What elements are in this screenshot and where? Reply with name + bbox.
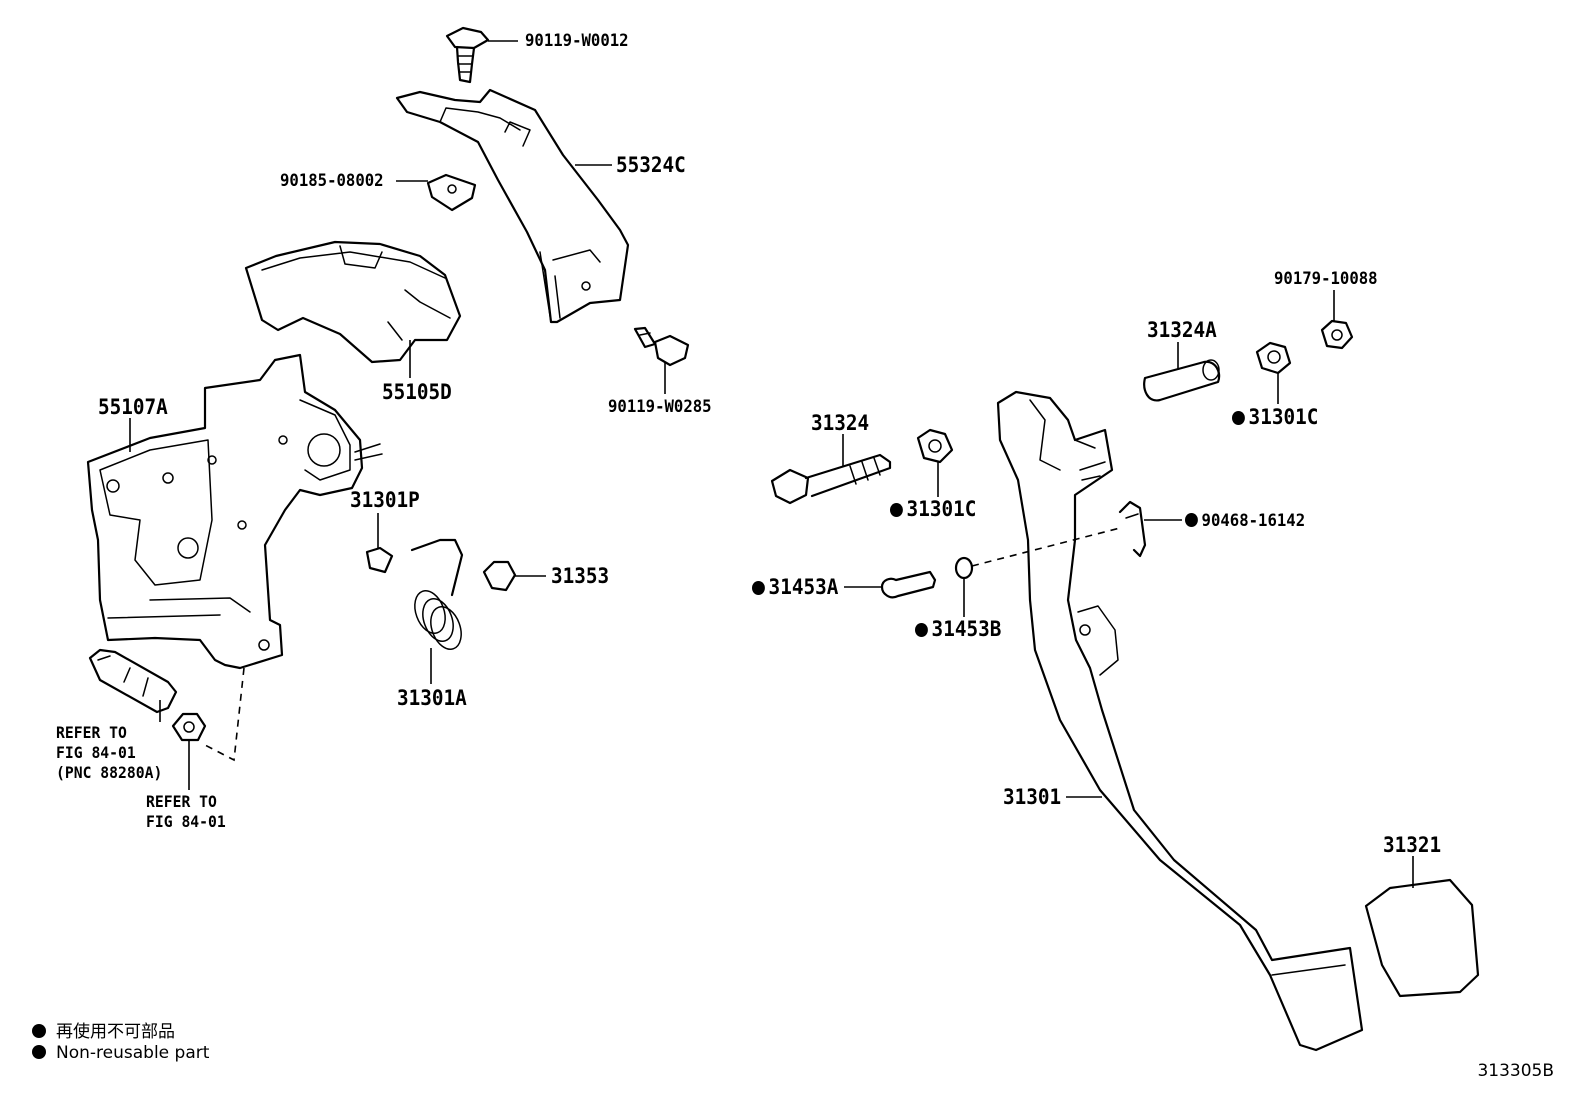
- stop-lamp-switch: [88, 648, 178, 714]
- non-reusable-dot-icon: [1232, 411, 1245, 425]
- label-31353: 31353: [551, 564, 610, 588]
- label-31453a-text: 31453A: [768, 575, 839, 599]
- pedal-bracket-55107a: [86, 353, 383, 670]
- pedal-pad-31321: [1364, 878, 1480, 998]
- label-31453a: 31453A: [752, 575, 838, 599]
- clip-nut-90185-08002: [426, 173, 477, 212]
- legend-jp: 再使用不可部品: [32, 1017, 175, 1042]
- pedal-arm-31301: [996, 390, 1364, 1052]
- nut-90179-10088: [1320, 319, 1354, 350]
- label-31301c-mid-text: 31301C: [906, 497, 977, 521]
- label-31301: 31301: [1003, 785, 1062, 809]
- collar-31301c-right: [1255, 341, 1292, 375]
- legend-en-text: Non-reusable part: [56, 1043, 210, 1063]
- label-90119-w0012: 90119-W0012: [525, 31, 629, 51]
- label-31301p: 31301P: [350, 488, 420, 512]
- label-31301c-right-text: 31301C: [1248, 405, 1319, 429]
- non-reusable-dot-icon: [890, 503, 903, 517]
- label-90468-16142-text: 90468-16142: [1201, 511, 1306, 531]
- bolt-31324: [770, 453, 892, 505]
- label-31301c-right: 31301C: [1232, 405, 1318, 429]
- bushing-31453b: [954, 556, 974, 580]
- ref-switch-line2: FIG 84-01: [56, 743, 136, 762]
- legend-jp-text: 再使用不可部品: [56, 1022, 175, 1042]
- legend-en: Non-reusable part: [32, 1043, 209, 1063]
- dashed-guides: [204, 527, 1121, 762]
- label-31321: 31321: [1383, 833, 1442, 857]
- collar-31301c-mid: [916, 428, 954, 464]
- legend-dot-icon: [32, 1024, 46, 1038]
- label-31301a: 31301A: [397, 686, 467, 710]
- non-reusable-dot-icon: [752, 581, 765, 595]
- clip-90468-16142: [1118, 500, 1147, 558]
- ref-nut-line2: FIG 84-01: [146, 812, 226, 831]
- non-reusable-dot-icon: [915, 623, 928, 637]
- ref-switch-line3: (PNC 88280A): [56, 763, 163, 782]
- label-55324c: 55324C: [616, 153, 686, 177]
- label-55107a: 55107A: [98, 395, 168, 419]
- bushing-31301p: [365, 546, 394, 574]
- label-31324a: 31324A: [1147, 318, 1217, 342]
- ref-switch-line1: REFER TO: [56, 723, 127, 742]
- label-90119-w0285: 90119-W0285: [608, 397, 712, 417]
- label-55105d: 55105D: [382, 380, 452, 404]
- spring-31301a: [410, 538, 464, 650]
- bushing-31324a: [1143, 359, 1221, 402]
- label-90468-16142: 90468-16142: [1185, 511, 1305, 531]
- label-90179-10088: 90179-10088: [1274, 269, 1378, 289]
- cover-55105d: [244, 240, 462, 364]
- diagram-code: 313305B: [1477, 1061, 1554, 1081]
- non-reusable-dot-icon: [1185, 513, 1198, 527]
- label-31324: 31324: [811, 411, 870, 435]
- label-31453b-text: 31453B: [931, 617, 1002, 641]
- leader-lines: [129, 40, 1414, 888]
- hex-nut-switch: [171, 712, 207, 742]
- bracket-55324c: [395, 88, 630, 324]
- label-31453b: 31453B: [915, 617, 1001, 641]
- legend-dot-icon: [32, 1045, 46, 1059]
- cushion-31353: [482, 560, 517, 592]
- label-31301c-mid: 31301C: [890, 497, 976, 521]
- ref-nut-line1: REFER TO: [146, 792, 217, 811]
- pin-31453a: [880, 570, 937, 599]
- bolt-90119-w0012: [445, 26, 490, 84]
- label-90185-08002: 90185-08002: [280, 171, 384, 191]
- bolt-90119-w0285: [633, 326, 690, 367]
